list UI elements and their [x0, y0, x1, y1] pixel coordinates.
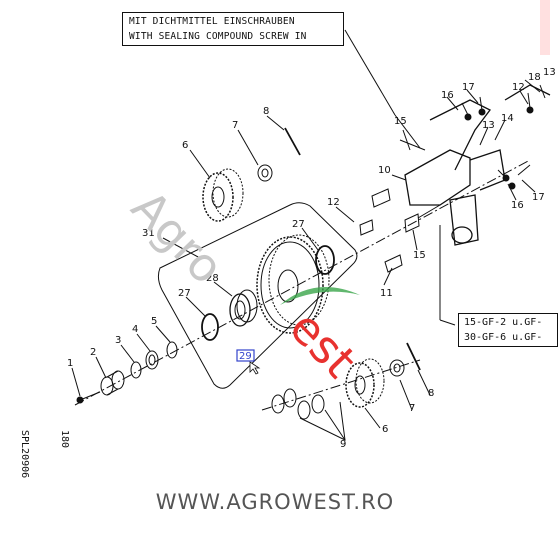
watermark-logo-w [280, 287, 360, 305]
ref-line-1: 15-GF-2 u.GF- [464, 317, 543, 328]
leader-note [344, 29, 396, 116]
callout-15-bottom: 15 [413, 250, 426, 261]
plate-part-12 [359, 219, 374, 236]
assembly-note-box: MIT DICHTMITTEL EINSCHRAUBEN WITH SEALIN… [122, 12, 344, 46]
callout-13-left: 13 [482, 120, 495, 131]
callout-17-top: 17 [462, 82, 475, 93]
circlip-part-27-right [315, 245, 335, 275]
callout-27-left: 27 [178, 288, 191, 299]
main-axis [74, 159, 531, 406]
callout-8-top: 8 [263, 106, 269, 117]
group-31-outline [157, 202, 358, 389]
plate-part-12-shim [371, 188, 391, 208]
small-gear-part-6-bottom [345, 358, 385, 408]
callout-2: 2 [90, 347, 96, 358]
ref-line-2: 30-GF-6 u.GF- [464, 332, 543, 343]
callout-1: 1 [67, 358, 73, 369]
callout-14: 14 [501, 113, 514, 124]
callout-7-top: 7 [232, 120, 238, 131]
callout-29-highlight [236, 349, 255, 362]
callout-10: 10 [378, 165, 391, 176]
pin-part-8-top [284, 127, 301, 156]
nut-part-7-bottom [389, 359, 405, 377]
callout-6-top: 6 [182, 140, 188, 151]
bolt-set-lower [497, 164, 531, 190]
washer-part-3 [130, 361, 142, 379]
leader-lines [71, 79, 541, 441]
callout-29: 29 [239, 351, 252, 362]
callout-13-right: 13 [543, 67, 556, 78]
callout-5: 5 [151, 316, 157, 327]
bolt-set-upper [461, 84, 546, 121]
pin-part-8-bottom [406, 342, 421, 371]
hand-cursor-icon [249, 361, 261, 375]
large-gear-part-29 [256, 234, 330, 334]
bearing-part-28 [229, 289, 258, 327]
plate-part-15-shim [404, 213, 420, 233]
bracket-housing-part-10 [404, 84, 551, 246]
corner-tab [540, 0, 550, 55]
ring-part-5 [166, 341, 178, 359]
note-line-english: WITH SEALING COMPOUND SCREW IN [129, 31, 307, 42]
callout-4: 4 [132, 324, 138, 335]
callout-16-bottom: 16 [511, 200, 524, 211]
shim-set-part-9 [271, 388, 325, 420]
callout-18: 18 [528, 72, 541, 83]
lower-axis [261, 359, 421, 411]
model-reference-box: 15-GF-2 u.GF- 30-GF-6 u.GF- [458, 313, 558, 347]
callout-9: 9 [340, 439, 346, 450]
bolt-part-1 [76, 391, 101, 404]
note-line-german: MIT DICHTMITTEL EINSCHRAUBEN [129, 16, 295, 27]
drawing-number: SPL20906 [19, 430, 30, 479]
footer-website[interactable]: WWW.AGROWEST.RO [155, 490, 395, 514]
callout-6-bottom: 6 [382, 424, 388, 435]
callout-17-bottom: 17 [532, 192, 545, 203]
drawing-sub-number: 180 [59, 430, 70, 449]
callout-31: 31 [142, 228, 155, 239]
callout-labels: 1 2 3 4 5 6 6 7 7 8 8 9 10 11 12 12 13 1… [67, 67, 556, 450]
bolt-part-15-lower [417, 204, 441, 219]
plate-part-11 [384, 254, 403, 273]
circlip-part-27-left [201, 313, 219, 341]
bushing-part-2 [100, 370, 125, 396]
callout-11: 11 [380, 288, 393, 299]
small-gear-part-6-top [202, 168, 244, 222]
bolt-part-15-upper [399, 139, 426, 151]
callout-3: 3 [115, 335, 121, 346]
callout-12-left: 12 [327, 197, 340, 208]
washer-part-4 [145, 350, 159, 370]
callout-12-right: 12 [512, 82, 525, 93]
callout-15-top: 15 [394, 116, 407, 127]
callout-27-right: 27 [292, 219, 305, 230]
nut-part-7-top [257, 164, 273, 182]
callout-16-top: 16 [441, 90, 454, 101]
callout-8-bottom: 8 [428, 388, 434, 399]
callout-28: 28 [206, 273, 219, 284]
callout-7-bottom: 7 [409, 403, 415, 414]
